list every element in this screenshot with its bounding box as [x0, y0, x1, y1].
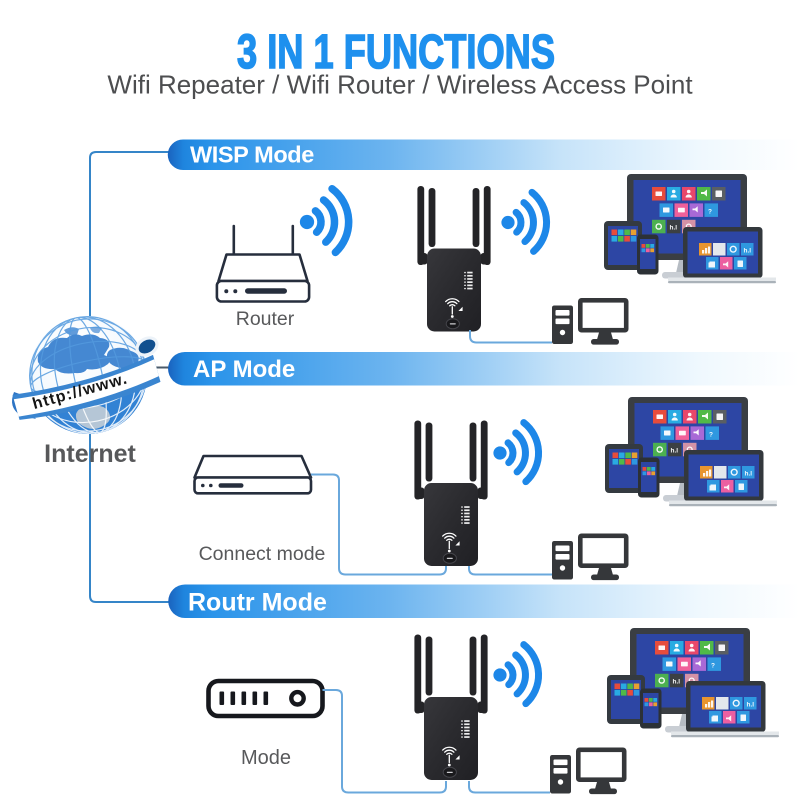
svg-text:Routr Mode: Routr Mode — [188, 589, 327, 617]
svg-text:Mode: Mode — [241, 747, 291, 769]
svg-text:Wifi Repeater / Wifi Router /: Wifi Repeater / Wifi Router / Wireless A… — [107, 70, 693, 100]
svg-text:Router: Router — [236, 308, 295, 330]
svg-text:AP Mode: AP Mode — [193, 356, 295, 383]
svg-text:Connect mode: Connect mode — [199, 543, 326, 565]
svg-text:Internet: Internet — [44, 440, 136, 468]
svg-text:3 IN 1 FUNCTIONS: 3 IN 1 FUNCTIONS — [237, 26, 555, 79]
svg-text:WISP Mode: WISP Mode — [190, 142, 314, 168]
